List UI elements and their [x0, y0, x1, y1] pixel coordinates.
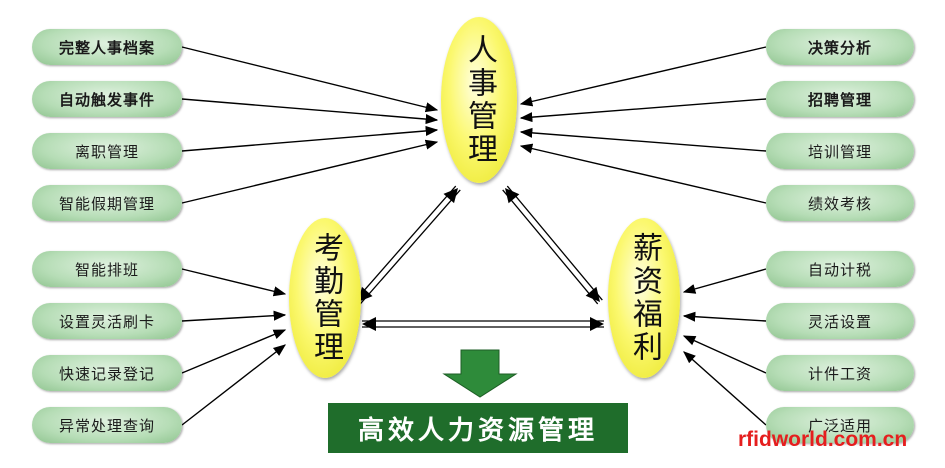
feature-hr-left-3: 智能假期管理 — [32, 185, 182, 221]
feature-payroll-1: 灵活设置 — [766, 303, 914, 339]
arrow-hr-right-0 — [519, 46, 767, 107]
arrow-hr-left-2 — [181, 125, 439, 152]
arrow-attendance-0 — [181, 268, 287, 297]
arrow-hr-payroll — [502, 185, 603, 305]
arrow-attendance-2 — [181, 329, 287, 374]
feature-hr-right-0: 决策分析 — [766, 29, 914, 65]
hub-hr-label: 人事管理 — [462, 34, 497, 166]
feature-hr-right-3: 绩效考核 — [766, 185, 914, 221]
feature-attendance-0: 智能排班 — [32, 251, 182, 287]
hub-attendance-label: 考勤管理 — [308, 232, 343, 364]
arrow-attendance-3 — [181, 344, 286, 426]
feature-hr-left-1: 自动触发事件 — [32, 81, 182, 117]
arrow-payroll-0 — [682, 268, 767, 294]
feature-payroll-3: 广泛适用 — [766, 407, 914, 443]
result-banner: 高效人力资源管理 — [328, 403, 628, 453]
arrow-hr-left-1 — [181, 98, 439, 125]
result-label: 高效人力资源管理 — [357, 415, 598, 446]
arrow-payroll-3 — [683, 351, 767, 426]
feature-payroll-0: 自动计税 — [766, 251, 914, 287]
hub-hr: 人事管理 — [441, 17, 517, 183]
watermark-text: rfidworld.com.cn — [738, 428, 908, 451]
feature-payroll-2: 计件工资 — [766, 355, 914, 391]
hub-payroll-label: 薪资福利 — [627, 232, 662, 364]
feature-hr-right-1: 招聘管理 — [766, 81, 914, 117]
down-arrow — [442, 349, 518, 398]
feature-hr-left-2: 离职管理 — [32, 133, 182, 169]
arrow-hr-right-2 — [519, 127, 767, 152]
arrow-attendance-1 — [181, 310, 287, 322]
arrow-payroll-1 — [682, 311, 767, 322]
arrow-payroll-2 — [682, 335, 767, 374]
feature-attendance-1: 设置灵活刷卡 — [32, 303, 182, 339]
hub-payroll: 薪资福利 — [608, 218, 680, 378]
arrow-attendance-payroll — [362, 317, 604, 331]
feature-attendance-2: 快速记录登记 — [32, 355, 182, 391]
feature-attendance-3: 异常处理查询 — [32, 407, 182, 443]
hub-triangle-arrows — [355, 185, 604, 331]
feature-hr-left-0: 完整人事档案 — [32, 29, 182, 65]
arrow-hr-attendance — [355, 185, 461, 305]
feature-hr-right-2: 培训管理 — [766, 133, 914, 169]
arrow-hr-right-3 — [519, 143, 767, 204]
connector-arrows — [181, 46, 767, 426]
arrow-hr-right-1 — [519, 98, 767, 123]
arrow-hr-left-0 — [181, 46, 439, 113]
hub-attendance: 考勤管理 — [289, 218, 361, 378]
arrow-hr-left-3 — [181, 139, 439, 204]
